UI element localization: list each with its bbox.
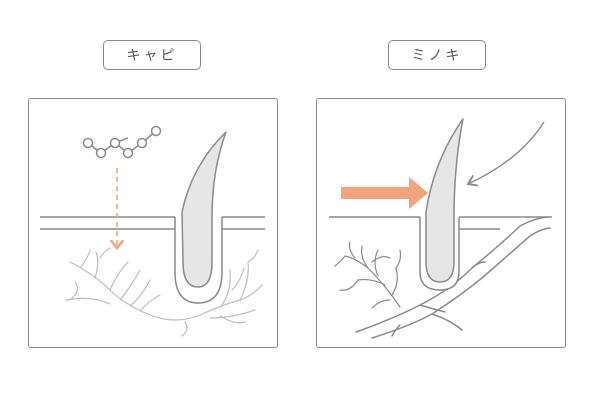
right-skin-surface	[329, 216, 552, 230]
left-hair-follicle	[174, 131, 227, 304]
right-blood-vessel	[355, 216, 551, 339]
left-skin-surface	[40, 216, 265, 230]
blood-flow-arrow	[341, 177, 428, 209]
label-capixyl: キャピ	[103, 40, 201, 70]
label-minoxidil: ミノキ	[388, 40, 486, 70]
right-hair-follicle	[419, 118, 464, 291]
panel-capixyl	[28, 98, 278, 348]
left-vessel-network	[65, 247, 263, 337]
molecule-icon	[82, 125, 162, 159]
label-capixyl-text: キャピ	[126, 48, 178, 64]
growth-signal-arrow	[468, 121, 545, 184]
label-minoxidil-text: ミノキ	[411, 48, 463, 64]
right-capillaries	[334, 241, 402, 309]
